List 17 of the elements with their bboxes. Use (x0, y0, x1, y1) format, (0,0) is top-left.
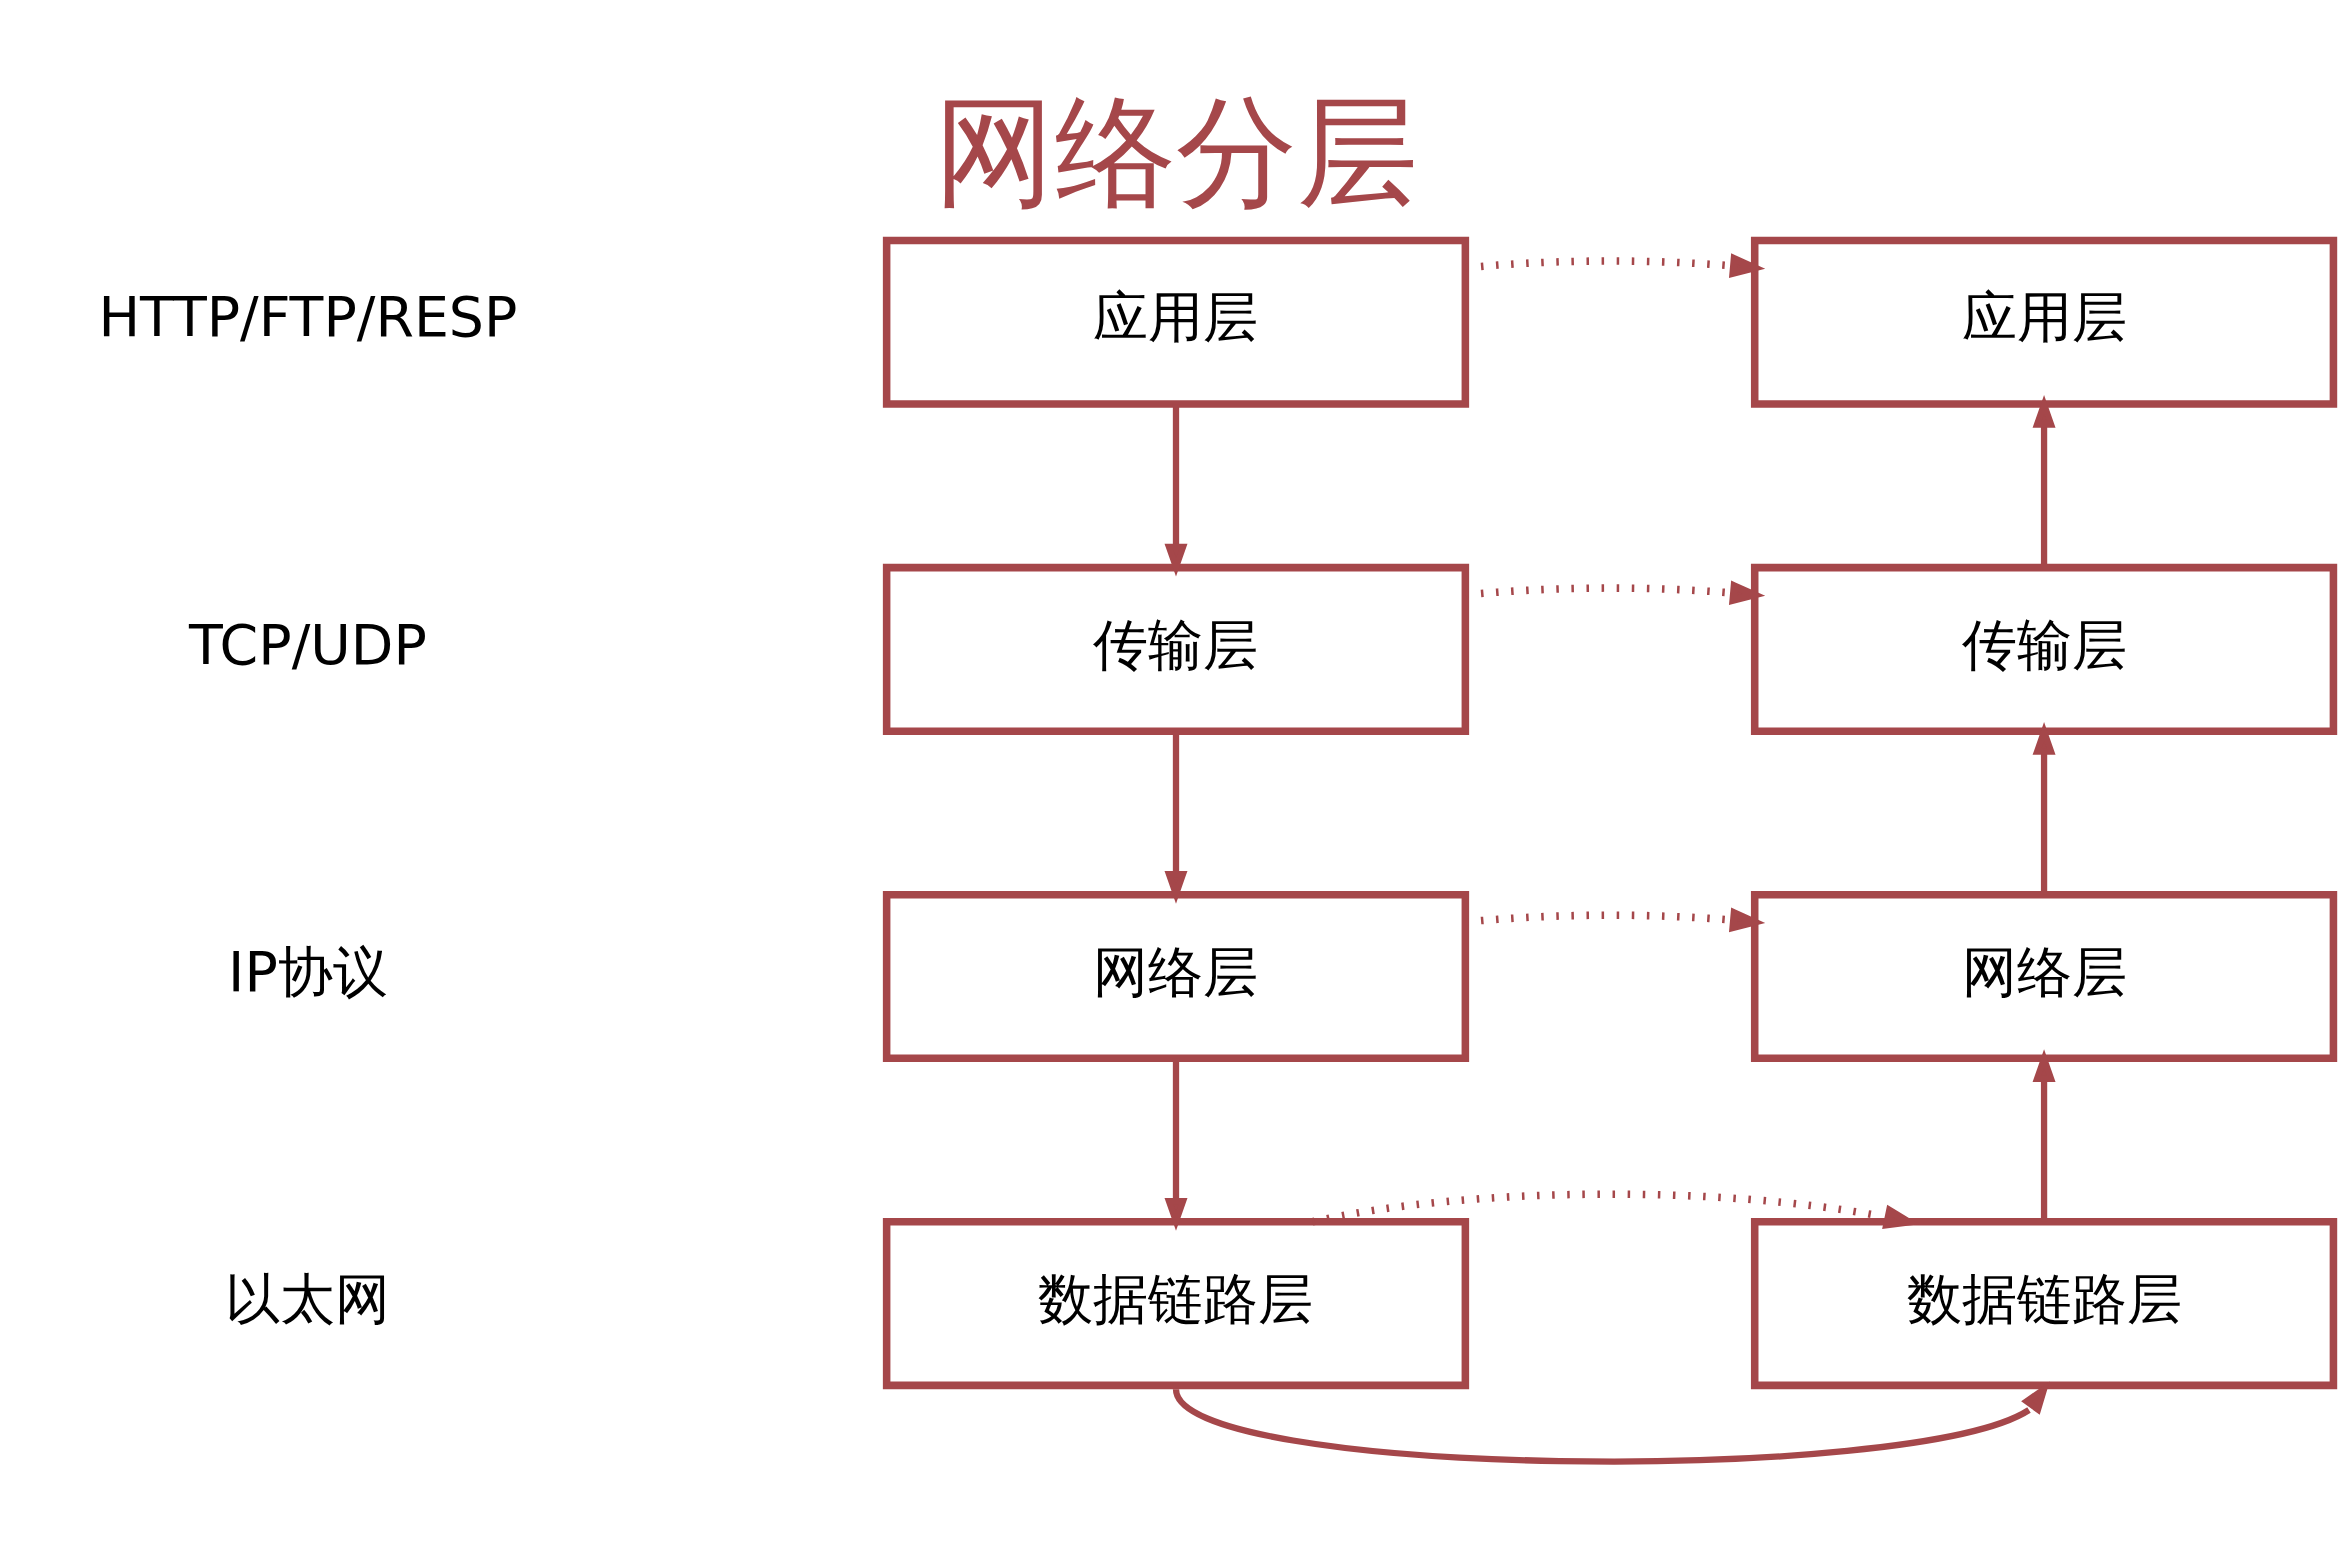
label: HTTP/FTP/RESP (98, 284, 518, 349)
arrow (2032, 394, 2056, 567)
label: 以太网 (225, 1266, 391, 1331)
diagram-title: 网络分层 (934, 81, 1418, 222)
node-box: 网络层 (1750, 890, 2338, 1062)
label: IP协议 (228, 939, 388, 1004)
node-box: 应用层 (1750, 236, 2338, 408)
node-box: 数据链路层 (882, 1217, 1470, 1389)
node-box: 传输层 (882, 563, 1470, 735)
arrow (1173, 1380, 2050, 1464)
label: TCP/UDP (189, 612, 427, 677)
arrow (2032, 1048, 2056, 1221)
node-box: 数据链路层 (1750, 1217, 2338, 1389)
node-box: 网络层 (882, 890, 1470, 1062)
node-box: 传输层 (1750, 563, 2338, 735)
node-box: 应用层 (882, 236, 1470, 408)
arrow (2032, 721, 2056, 894)
